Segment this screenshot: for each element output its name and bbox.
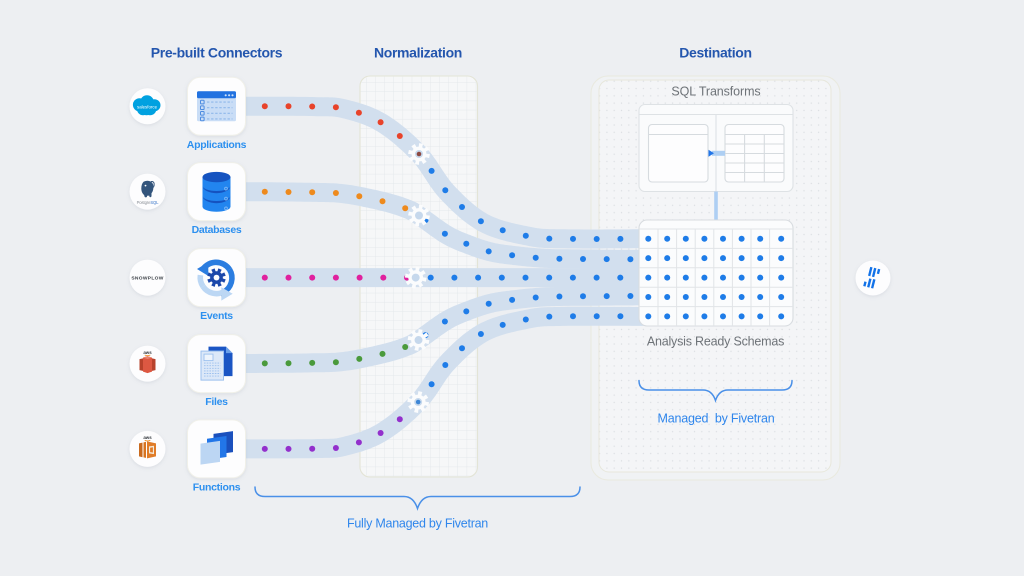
svg-text:Databases: Databases: [192, 224, 242, 236]
svg-text:Pre-built Connectors: Pre-built Connectors: [151, 45, 283, 61]
svg-text:Fully Managed by Fivetran: Fully Managed by Fivetran: [347, 517, 488, 531]
svg-text:Events: Events: [200, 310, 233, 322]
svg-text:Functions: Functions: [193, 481, 241, 493]
svg-text:Files: Files: [205, 396, 228, 408]
svg-text:SQL Transforms: SQL Transforms: [671, 85, 760, 99]
svg-text:Normalization: Normalization: [374, 45, 462, 61]
svg-text:PostgreSQL: PostgreSQL: [137, 200, 160, 205]
svg-text:Applications: Applications: [187, 139, 247, 151]
svg-text:aws: aws: [143, 435, 152, 440]
svg-text:SNOWPLOW: SNOWPLOW: [131, 276, 163, 282]
svg-text:salesforce: salesforce: [137, 104, 158, 109]
svg-text:Destination: Destination: [679, 45, 751, 61]
svg-text:Analysis Ready Schemas: Analysis Ready Schemas: [647, 335, 784, 349]
svg-text:aws: aws: [143, 350, 152, 355]
svg-text:Managed by Fivetran: Managed by Fivetran: [658, 412, 775, 426]
